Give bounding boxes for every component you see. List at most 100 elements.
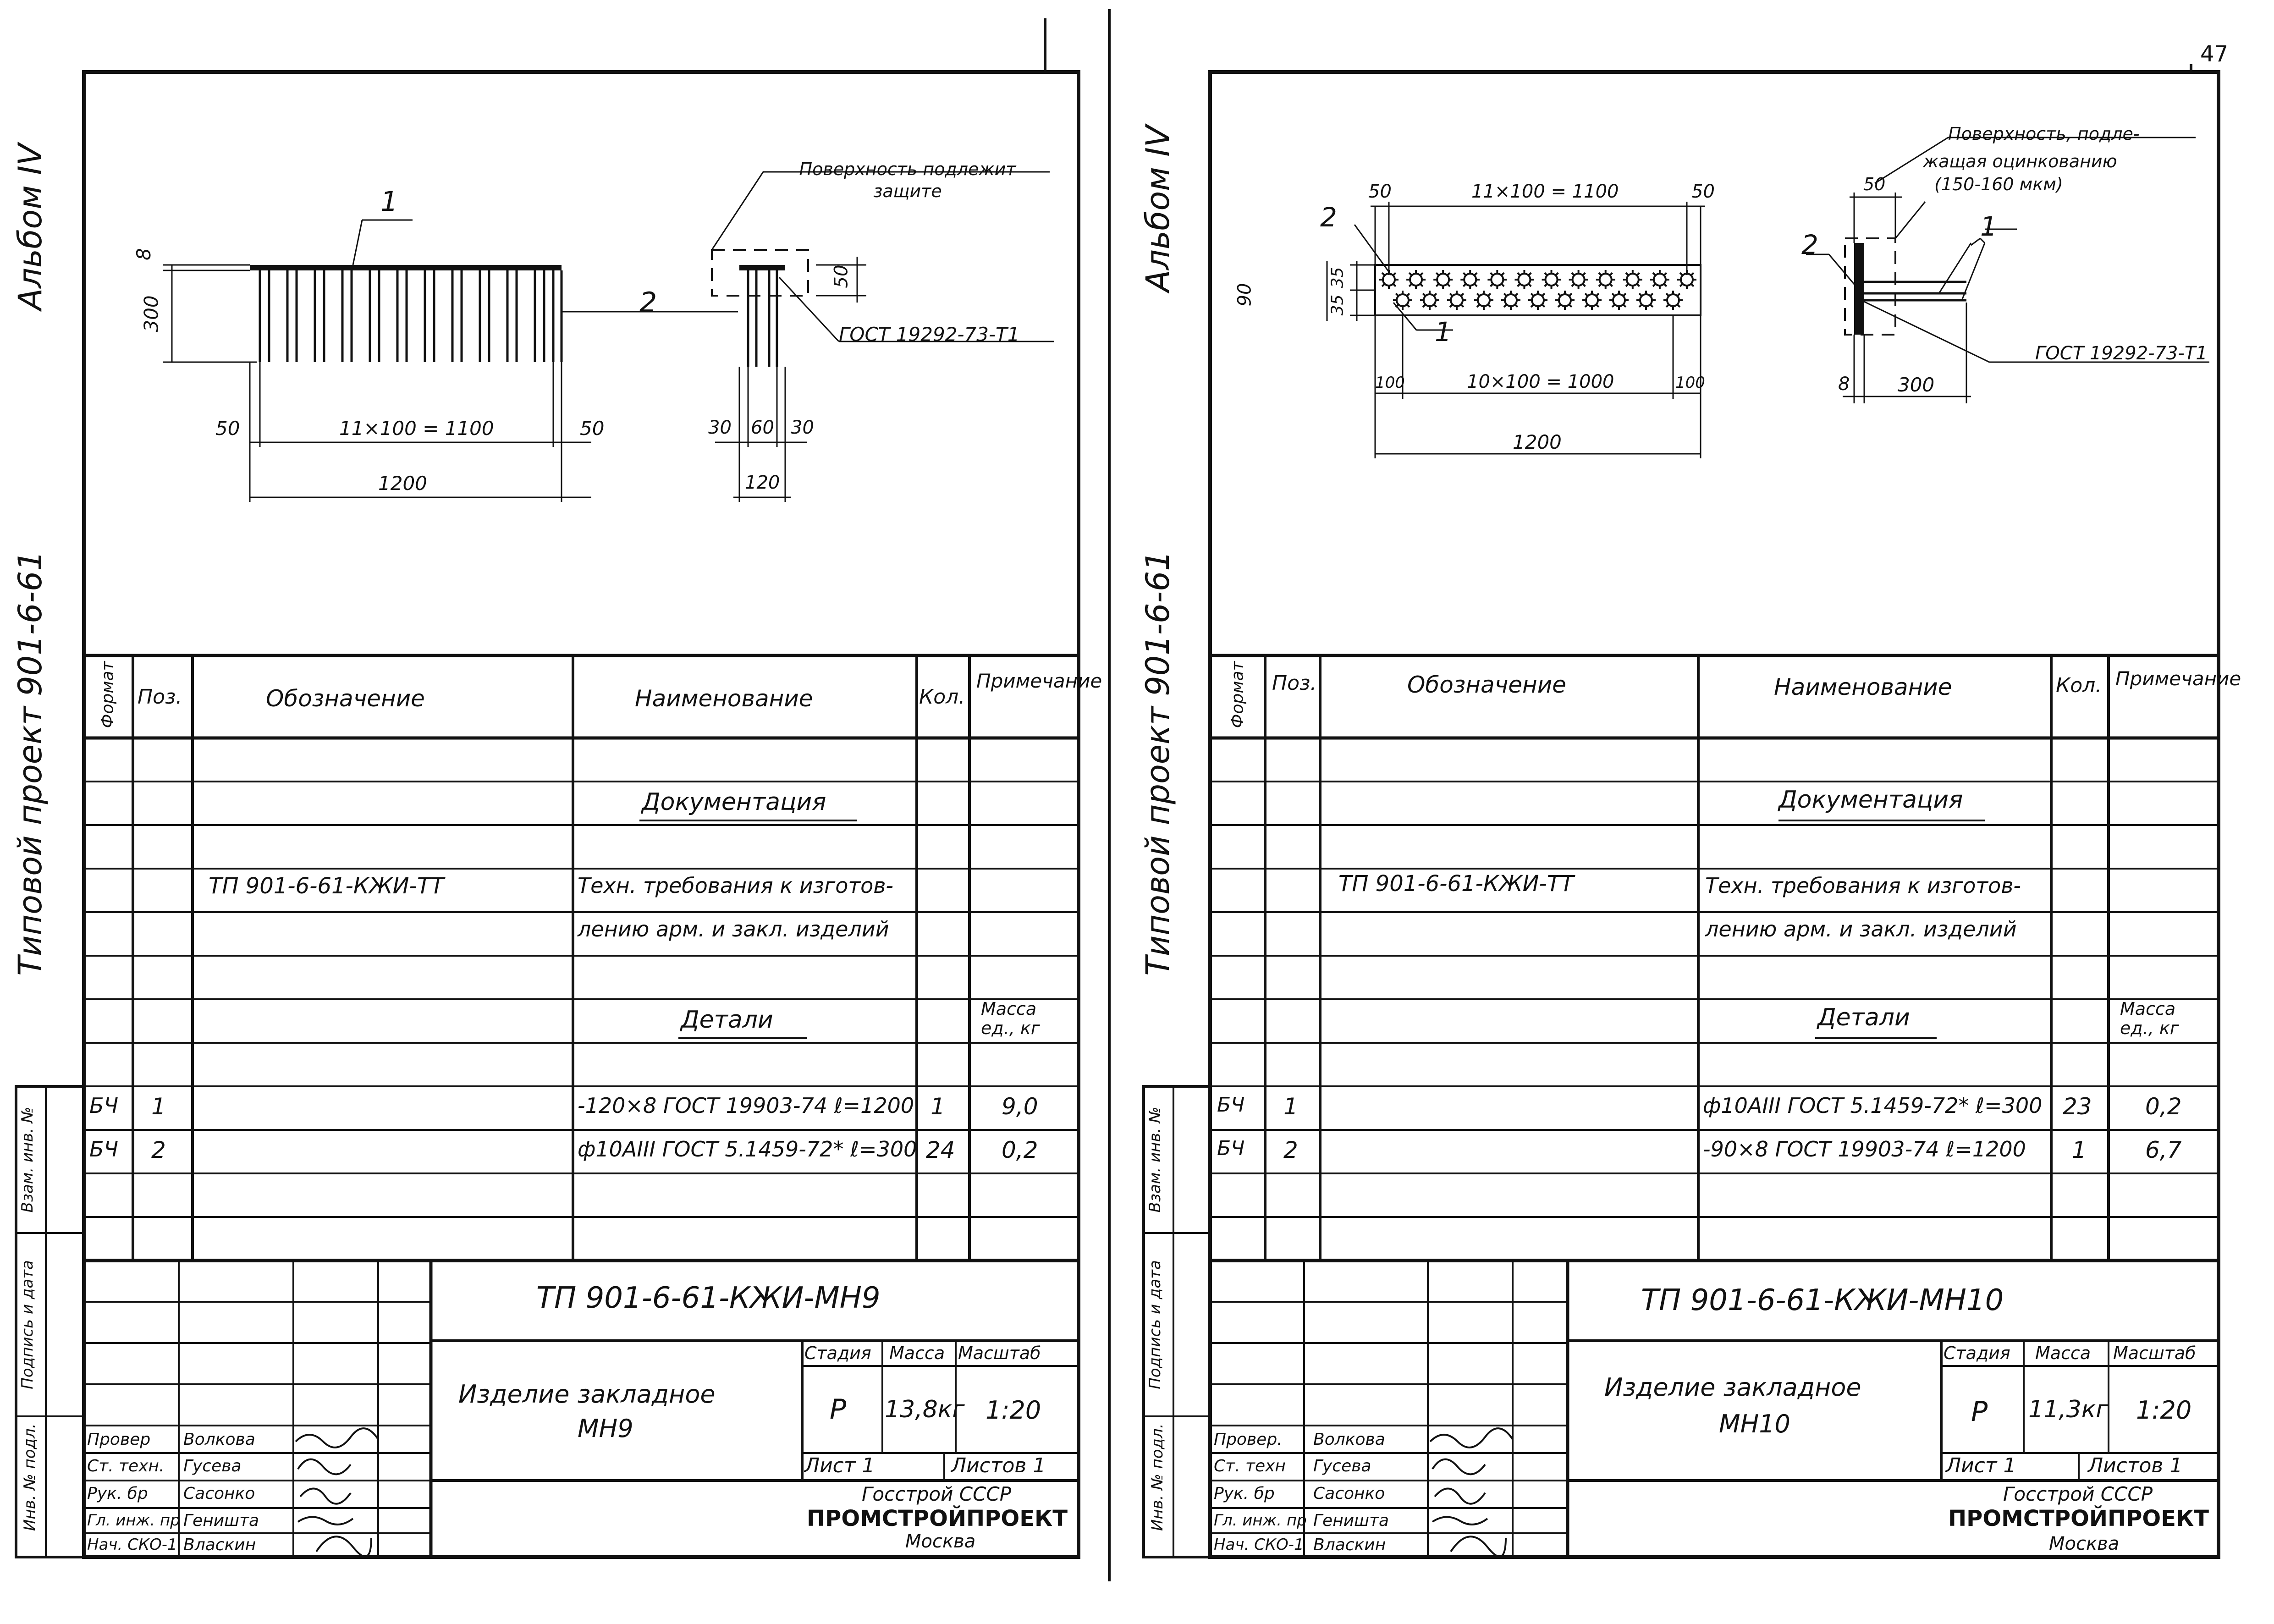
stud-ray bbox=[1665, 303, 1670, 308]
sheet2-section-documentation: Документация bbox=[1778, 786, 1963, 814]
sheet1-dim-pitch: 11×100 = 1100 bbox=[339, 417, 494, 440]
sheet2-doc-name-1: Техн. требования к изготов- bbox=[1705, 873, 2021, 898]
stud-ray bbox=[1435, 283, 1440, 287]
stud-ray bbox=[1679, 272, 1684, 276]
stud-ray bbox=[1392, 272, 1397, 276]
sheet2-item-name-2: МН10 bbox=[1719, 1409, 1790, 1438]
sheet2-dim-35b: 35 bbox=[1328, 294, 1347, 316]
sheet1-row2-name: ф10АIII ГОСТ 5.1459-72* ℓ=300 bbox=[578, 1137, 917, 1162]
sheet1-scale: 1:20 bbox=[986, 1396, 1041, 1425]
stud-symbol bbox=[1558, 293, 1572, 307]
sheet1-dim-side-120: 120 bbox=[745, 472, 780, 493]
sheet1-surface-note: Поверхность подлежит защите bbox=[799, 159, 1016, 201]
stud-ray bbox=[1584, 303, 1589, 308]
stud-ray bbox=[1446, 272, 1451, 276]
stud-ray bbox=[1528, 272, 1532, 276]
stud-ray bbox=[1568, 292, 1573, 297]
sheet1-gost-weld: ГОСТ 19292-73-Т1 bbox=[839, 323, 1020, 346]
stud-ray bbox=[1652, 283, 1657, 287]
sheet2-header-name: Наименование bbox=[1774, 674, 1952, 700]
sheet2-strip-inv: Инв. № подл. bbox=[1148, 1423, 1167, 1531]
sheet2-org-3: Москва bbox=[2049, 1533, 2120, 1554]
stud-symbol bbox=[1625, 273, 1640, 286]
sheet1-dim-side-30b: 30 bbox=[791, 417, 814, 438]
stud-ray bbox=[1663, 272, 1668, 276]
sheet2-surface-note-3: (150-160 мкм) bbox=[1934, 174, 2063, 194]
stud-symbol bbox=[1680, 273, 1694, 286]
sheet2-row2-name: -90×8 ГОСТ 19903-74 ℓ=1200 bbox=[1703, 1137, 2026, 1162]
sheet1-name-3: Сасонко bbox=[183, 1484, 255, 1503]
sheet1-name-4: Геништа bbox=[183, 1511, 259, 1530]
sheet1-dim-end-left: 50 bbox=[215, 417, 240, 440]
sheet2-row2-format: БЧ bbox=[1217, 1137, 1245, 1160]
stud-symbol bbox=[1423, 293, 1437, 307]
sheet2-role-4: Гл. инж. пр bbox=[1214, 1511, 1307, 1530]
stud-ray bbox=[1463, 272, 1467, 276]
sheet1-role-2: Ст. техн. bbox=[87, 1457, 165, 1475]
sheet2-name-4: Геништа bbox=[1313, 1511, 1389, 1530]
sheet1-mass: 13,8кг bbox=[885, 1396, 965, 1423]
sheet1-header-qty: Кол. bbox=[919, 685, 965, 709]
sheet1-item-name-1: Изделие закладное bbox=[458, 1380, 716, 1409]
sheet1-row2-qty: 24 bbox=[926, 1137, 955, 1163]
stud-ray bbox=[1490, 283, 1494, 287]
stud-ray bbox=[1517, 283, 1521, 287]
stud-ray bbox=[1406, 303, 1410, 308]
sheet2-gost-weld: ГОСТ 19292-73-Т1 bbox=[2035, 343, 2208, 364]
sheet1-org-3: Москва bbox=[905, 1531, 976, 1552]
stud-ray bbox=[1474, 283, 1478, 287]
sheet2-header-note: Примечание bbox=[2115, 667, 2241, 690]
sheet2-dim-end-left: 50 bbox=[1368, 181, 1392, 202]
stud-ray bbox=[1595, 303, 1600, 308]
stud-symbols bbox=[1379, 270, 1696, 310]
sheet1-dim-height: 300 bbox=[140, 295, 163, 332]
stud-ray bbox=[1625, 283, 1630, 287]
sheet2-role-5: Нач. СКО-1 bbox=[1214, 1536, 1304, 1554]
sheet1-dim-side-30a: 30 bbox=[708, 417, 732, 438]
stud-ray bbox=[1395, 303, 1399, 308]
stud-ray bbox=[1622, 292, 1627, 297]
sheet2-row2-pos: 2 bbox=[1283, 1137, 1298, 1163]
stud-ray bbox=[1690, 272, 1695, 276]
sheet1-doc-code: ТП 901-6-61-КЖИ-МН9 bbox=[536, 1281, 881, 1315]
sheet2-strip-signature: Подпись и дата bbox=[1146, 1260, 1164, 1389]
stud-ray bbox=[1571, 272, 1575, 276]
sheet1-mass-label: Масса bbox=[889, 1343, 945, 1363]
stud-symbol bbox=[1436, 273, 1450, 286]
stud-ray bbox=[1571, 283, 1575, 287]
stud-symbol bbox=[1490, 273, 1504, 286]
stud-ray bbox=[1487, 292, 1492, 297]
sheet1-pos1-callout: 1 bbox=[380, 186, 398, 218]
stud-ray bbox=[1541, 292, 1546, 297]
sheet2-row2-qty: 1 bbox=[2072, 1137, 2087, 1163]
sheet2-dim-100a: 100 bbox=[1375, 374, 1405, 392]
stud-symbol bbox=[1666, 293, 1680, 307]
sheet2-row2-mass: 6,7 bbox=[2145, 1137, 2182, 1163]
stud-ray bbox=[1611, 303, 1616, 308]
sheet1-stage-label: Стадия bbox=[804, 1343, 871, 1363]
stud-ray bbox=[1582, 272, 1586, 276]
stud-symbol bbox=[1652, 273, 1667, 286]
stud-ray bbox=[1446, 283, 1451, 287]
sheet1-row1-mass: 9,0 bbox=[1002, 1093, 1038, 1120]
sheet1-section-details: Детали bbox=[681, 1006, 773, 1034]
sheet2-doc-name-2: лению арм. и закл. изделий bbox=[1705, 917, 2017, 941]
sheet1-pos2-callout: 2 bbox=[639, 286, 657, 319]
sheet2-dim-side-8: 8 bbox=[1838, 374, 1850, 395]
sheet1-sheet-label: Лист 1 bbox=[804, 1454, 875, 1477]
sheet1-name-5: Власкин bbox=[183, 1536, 256, 1554]
sheet2-org-1: Госстрой СССР bbox=[2003, 1483, 2153, 1505]
sheet1-section-documentation: Документация bbox=[642, 788, 826, 816]
sheet1-doc-name-2: лению арм. и закл. изделий bbox=[578, 917, 889, 941]
sheet2-mass: 11,3кг bbox=[2028, 1396, 2109, 1423]
sheet1-name-1: Волкова bbox=[183, 1430, 255, 1449]
sheet2-name-1: Волкова bbox=[1313, 1430, 1385, 1449]
stud-ray bbox=[1419, 283, 1424, 287]
sheet2-row1-qty: 23 bbox=[2063, 1093, 2092, 1120]
stud-ray bbox=[1433, 292, 1437, 297]
sheet2-surface-note-1: Поверхность, подле- bbox=[1948, 124, 2140, 144]
sheet2-sheet-label: Лист 1 bbox=[1946, 1454, 2016, 1477]
page-number: 47 bbox=[2200, 41, 2229, 67]
sheet2-dim-side-300: 300 bbox=[1898, 374, 1935, 396]
sheet1-frame bbox=[82, 70, 1080, 1559]
